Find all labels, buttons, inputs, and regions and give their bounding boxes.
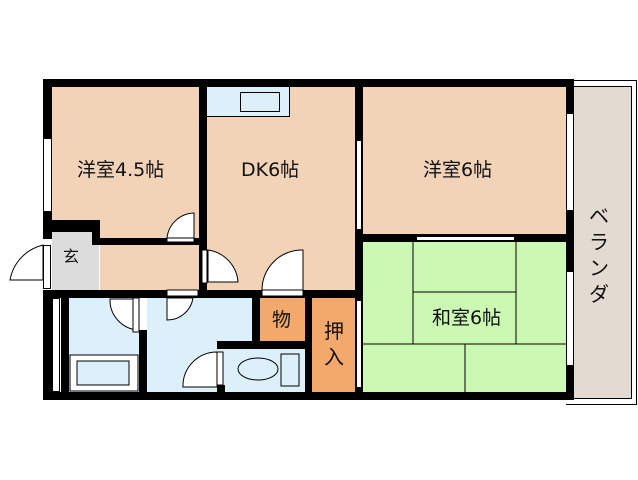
toilet-bowl-icon xyxy=(237,357,279,381)
toilet-tank-icon xyxy=(280,353,300,387)
wall-mid-horizontal xyxy=(43,290,363,298)
toilet-door-swing xyxy=(182,351,218,388)
wall-left-lower xyxy=(43,290,52,400)
storage xyxy=(260,298,305,341)
balcony-outer-frame xyxy=(566,80,637,405)
sliding-door-closet xyxy=(356,300,362,388)
tatami-lines xyxy=(363,242,566,392)
western1-door-swing xyxy=(166,212,195,239)
dining-kitchen-label: DK6帖 xyxy=(241,159,300,181)
balcony-label: ベランダ xyxy=(589,204,609,306)
western-room-2-label: 洋室6帖 xyxy=(423,159,493,181)
hallway xyxy=(100,245,205,290)
wall-top xyxy=(43,79,573,87)
wall-western1-bottom xyxy=(92,238,207,245)
wall-western1-dk xyxy=(199,79,207,290)
dk-door-swing xyxy=(207,249,239,283)
wall-closet-left xyxy=(305,290,312,400)
japanese-room-label: 和室6帖 xyxy=(432,307,502,329)
wall-storage-left xyxy=(252,290,260,349)
window-western2-balcony xyxy=(566,113,574,211)
window-japanese-balcony xyxy=(566,271,574,366)
sink-icon xyxy=(240,92,280,112)
bathtub-inner-icon xyxy=(76,360,130,386)
western-room-1-label: 洋室4.5帖 xyxy=(77,159,165,181)
western-room-2 xyxy=(363,86,566,234)
window-dk-right xyxy=(356,140,362,230)
entrance-label: 玄 xyxy=(63,247,80,266)
storage-door-swing xyxy=(261,249,304,291)
window-bath-left xyxy=(52,298,60,392)
wall-toilet-top xyxy=(217,341,312,349)
wall-toilet-left xyxy=(217,385,225,395)
window-western1 xyxy=(43,138,52,212)
washroom-door-swing-fill xyxy=(166,297,194,321)
balcony xyxy=(573,86,632,399)
wall-bath-washroom xyxy=(139,330,147,392)
western-room-1 xyxy=(52,86,199,238)
storage-label: 物 xyxy=(272,309,292,331)
sliding-door-western2-japanese xyxy=(416,236,515,241)
wall-bath-left-inner xyxy=(61,298,69,392)
closet xyxy=(312,298,356,392)
entrance xyxy=(52,232,99,290)
wall-entrance-right xyxy=(92,220,100,245)
closet-label: 押入 xyxy=(324,319,344,369)
wall-entrance-top xyxy=(43,220,100,232)
entrance-door-swing xyxy=(9,244,44,281)
